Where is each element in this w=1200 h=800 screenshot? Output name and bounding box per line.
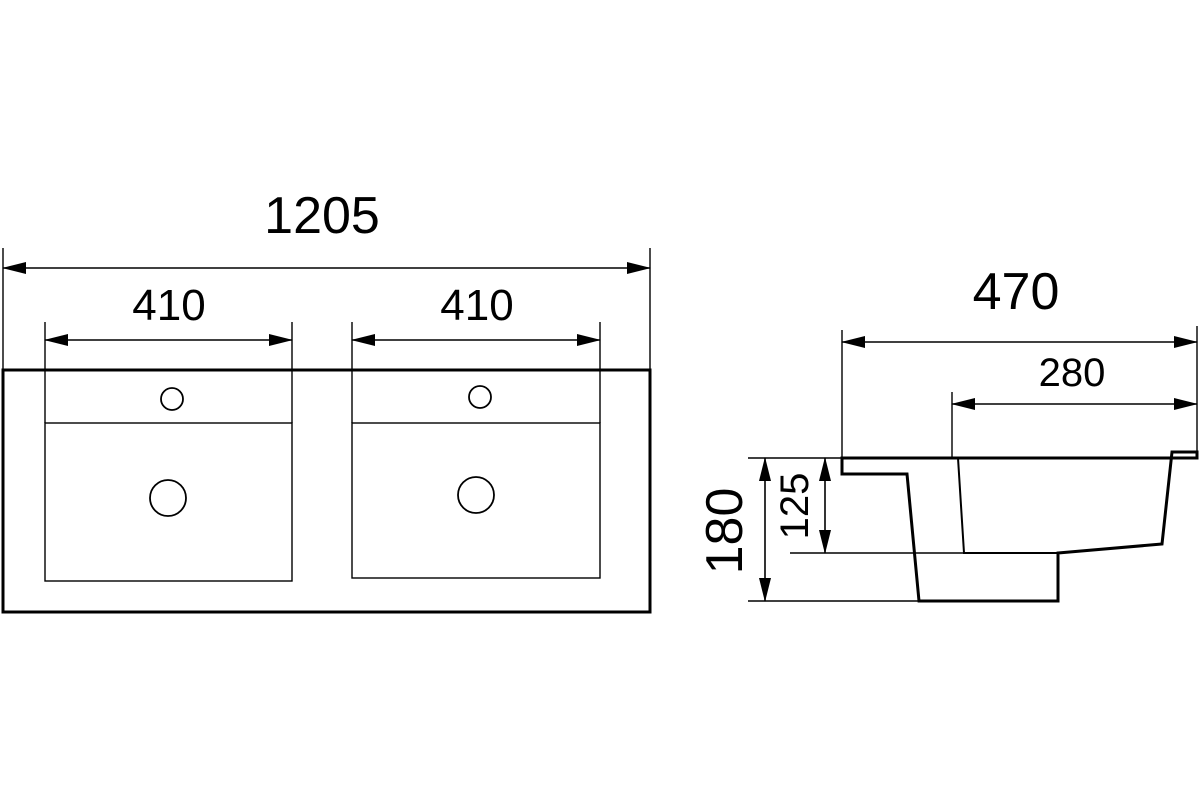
depth-label: 470 <box>973 263 1060 321</box>
right-basin-width-label: 410 <box>440 281 513 330</box>
sink-profile-outline <box>840 450 1199 603</box>
left-faucet-hole <box>160 387 184 411</box>
right-faucet-hole <box>468 385 492 409</box>
bowl-depth-label: 280 <box>1039 351 1106 395</box>
countertop-outline <box>1 368 652 614</box>
left-basin-outline <box>44 422 293 582</box>
top-view: 1205 410 410 <box>1 187 652 614</box>
right-basin-outline <box>351 422 601 579</box>
overall-width-label: 1205 <box>264 187 380 245</box>
bowl-height-label: 125 <box>773 473 817 540</box>
left-drain-hole <box>149 479 187 517</box>
left-basin-width-label: 410 <box>132 281 205 330</box>
right-drain-hole <box>457 476 495 514</box>
side-view: 470 280 180 125 <box>696 263 1199 603</box>
sink-bowl-inner-line <box>957 457 1058 554</box>
total-height-label: 180 <box>696 488 754 575</box>
